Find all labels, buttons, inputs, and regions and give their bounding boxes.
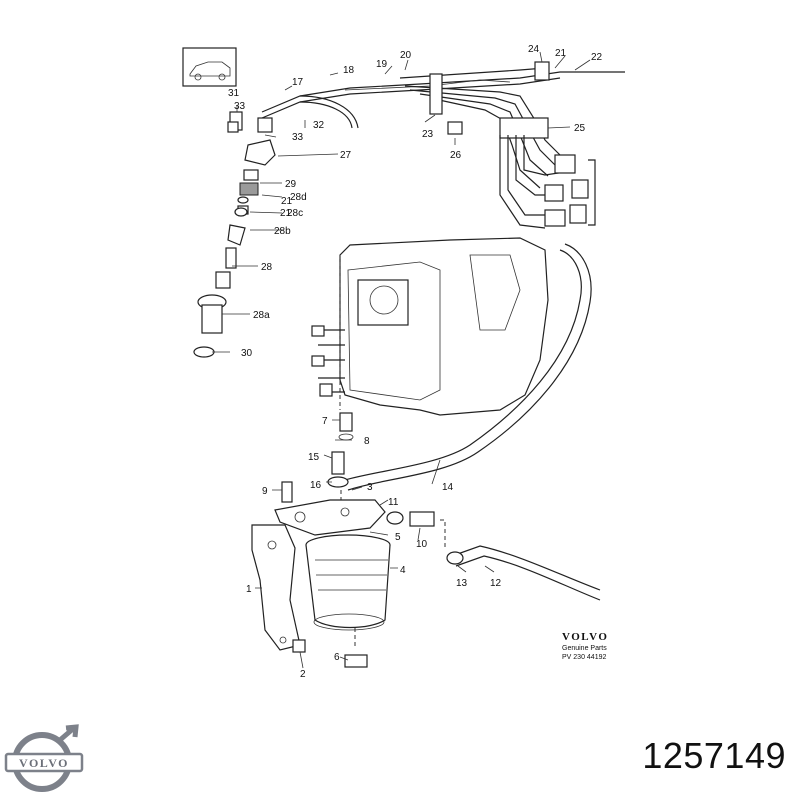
callout-24: 24 xyxy=(528,44,540,55)
hose-14 xyxy=(344,243,592,491)
callout-32: 32 xyxy=(313,120,325,131)
part-number: 1257149 xyxy=(642,735,786,776)
filter-head xyxy=(274,481,446,550)
logo-text: VOLVO xyxy=(19,756,69,770)
callout-5: 5 xyxy=(395,532,401,543)
bracket xyxy=(251,524,306,653)
callout-28c: 28c xyxy=(287,208,303,219)
volvo-logo: VOLVO xyxy=(4,724,84,792)
callout-20: 20 xyxy=(400,50,412,61)
callout-33b: 33 xyxy=(292,132,304,143)
callout-26: 26 xyxy=(450,150,462,161)
callout-19: 19 xyxy=(376,59,388,70)
callout-33a: 33 xyxy=(234,101,246,112)
callout-17: 17 xyxy=(292,77,304,88)
callout-21: 21 xyxy=(555,48,567,59)
callout-12: 12 xyxy=(490,578,502,589)
genuine-code: PV 230 44192 xyxy=(562,654,606,661)
callout-4: 4 xyxy=(400,565,406,576)
banjo-bolts xyxy=(327,412,354,505)
genuine-parts-stamp: VOLVO Genuine Parts PV 230 44192 xyxy=(562,631,608,661)
callout-14: 14 xyxy=(442,482,454,493)
callout-21b: 21 xyxy=(280,208,292,219)
callout-6: 6 xyxy=(334,652,340,663)
callout-labels: 31 33 33 17 18 19 20 24 21 22 32 23 26 2… xyxy=(228,44,603,680)
genuine-line: Genuine Parts xyxy=(562,645,607,652)
callout-27: 27 xyxy=(340,150,352,161)
callout-28d: 28d xyxy=(290,192,307,203)
callout-2: 2 xyxy=(300,669,306,680)
callout-28: 28 xyxy=(261,262,273,273)
callout-21a: 21 xyxy=(281,196,293,207)
callout-9: 9 xyxy=(262,486,268,497)
callout-22: 22 xyxy=(591,52,603,63)
valve-assembly-parts xyxy=(193,111,276,358)
injection-pump xyxy=(311,237,549,416)
fuel-lines-top xyxy=(261,61,625,189)
callout-31: 31 xyxy=(228,88,240,99)
callout-1: 1 xyxy=(246,584,252,595)
callout-15: 15 xyxy=(308,452,320,463)
callout-25: 25 xyxy=(574,123,586,134)
callout-16: 16 xyxy=(310,480,322,491)
callout-13: 13 xyxy=(456,578,468,589)
callout-8: 8 xyxy=(364,436,370,447)
callout-3: 3 xyxy=(367,482,373,493)
return-hose xyxy=(446,545,601,601)
callout-23: 23 xyxy=(422,129,434,140)
genuine-brand: VOLVO xyxy=(562,631,608,643)
callout-10: 10 xyxy=(416,539,428,550)
leader-lines xyxy=(212,51,591,669)
callout-28a: 28a xyxy=(253,310,270,321)
callout-30: 30 xyxy=(241,348,253,359)
callout-28b: 28b xyxy=(274,226,291,237)
callout-11: 11 xyxy=(388,497,399,508)
injector-pipes xyxy=(499,135,596,229)
fuel-filter xyxy=(305,534,391,668)
car-thumbnail xyxy=(182,47,237,87)
callout-7: 7 xyxy=(322,416,328,427)
callout-18: 18 xyxy=(343,65,355,76)
callout-29: 29 xyxy=(285,179,297,190)
